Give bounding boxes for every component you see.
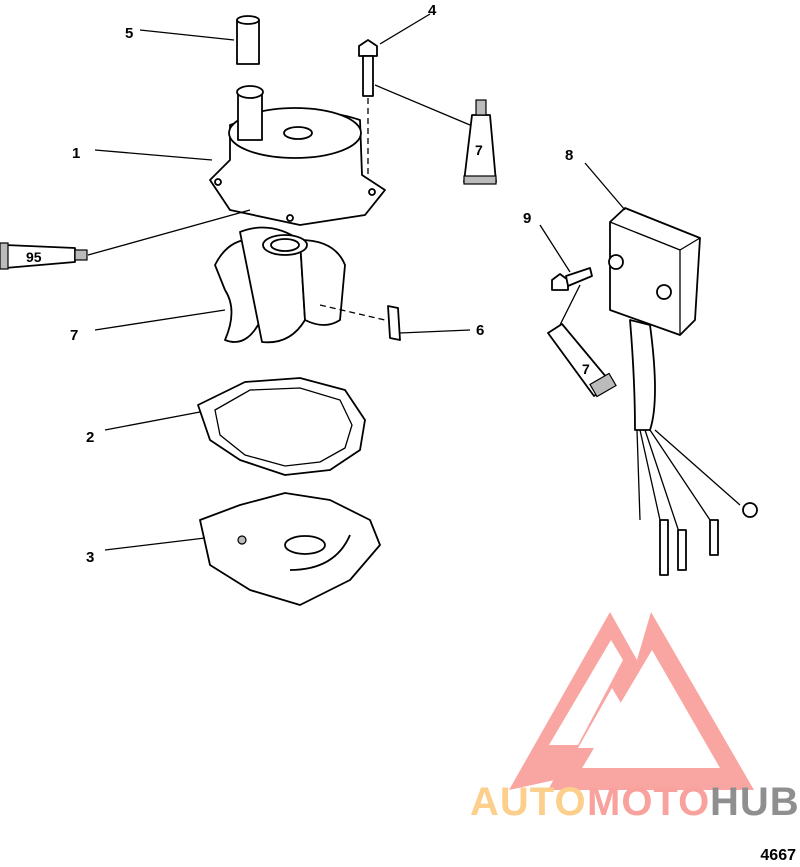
sleeve-part (236, 15, 260, 65)
bolt-part (358, 39, 378, 97)
callout-9: 9 (523, 210, 531, 227)
callout-4: 4 (428, 2, 437, 19)
watermark-moto: MOTO (587, 780, 710, 824)
tube-label-95: 95 (26, 249, 42, 265)
tube-label-7-right: 7 (582, 361, 590, 377)
callout-1: 1 (72, 145, 80, 162)
callout-5: 5 (125, 25, 133, 42)
sealant-tube-right (547, 323, 617, 398)
callout-3: 3 (86, 549, 94, 566)
gasket-part (197, 377, 366, 476)
screw-part (551, 267, 593, 291)
figure-number: 4667 (760, 847, 796, 864)
callout-2: 2 (86, 429, 94, 446)
callout-6: 6 (476, 322, 484, 339)
key-part (387, 305, 401, 341)
sealant-tube-top (463, 99, 497, 185)
module-part (608, 207, 758, 576)
watermark-hub: HUB (710, 780, 800, 824)
watermark-logo (509, 612, 754, 790)
impeller-part (214, 226, 346, 344)
pump-housing-part (209, 85, 386, 226)
watermark-auto: AUTO (470, 780, 587, 824)
tube-label-7-top: 7 (475, 142, 483, 158)
lubricant-tube (0, 242, 88, 270)
callout-8: 8 (565, 147, 573, 164)
wear-plate-part (199, 492, 381, 606)
callout-7: 7 (70, 327, 78, 344)
